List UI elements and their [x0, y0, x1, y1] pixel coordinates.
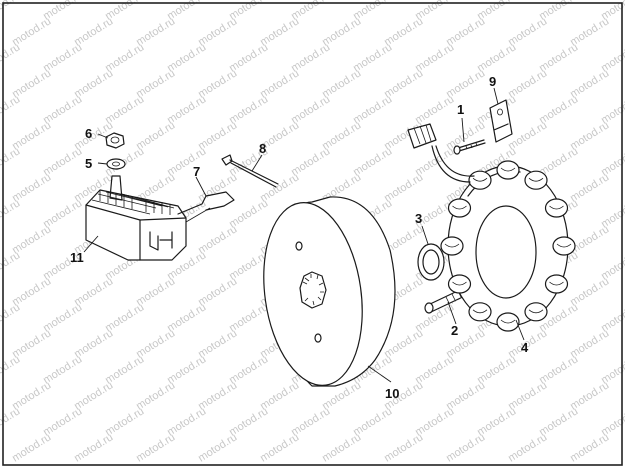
- watermark-text: motod.ru: [134, 431, 177, 464]
- callout-label-11: 11: [70, 250, 84, 265]
- callout-label-3: 3: [415, 211, 422, 226]
- stator-coil-winding: [549, 205, 564, 210]
- callout-label-5: 5: [85, 156, 92, 171]
- stator-coil: [440, 236, 464, 256]
- watermark-text: motod.ru: [382, 431, 425, 464]
- nut-part: [105, 132, 125, 149]
- stator-coil: [544, 274, 569, 294]
- stator-coil-winding: [452, 281, 467, 286]
- stator-coil: [544, 198, 569, 218]
- watermark-text: motod.ru: [72, 431, 115, 464]
- callout-label-10: 10: [385, 386, 399, 401]
- stator-coil: [496, 160, 520, 180]
- stator-coil: [524, 170, 548, 190]
- callout-label-2: 2: [451, 323, 458, 338]
- stator-coil-winding: [444, 243, 460, 248]
- callout-label-4: 4: [521, 340, 529, 355]
- stator-coil-winding: [528, 309, 544, 314]
- stator-coil-winding: [556, 243, 572, 248]
- stator-coil: [468, 170, 492, 190]
- watermark-text: motod.ru: [506, 431, 549, 464]
- stator-coil-winding: [500, 167, 516, 172]
- screw-part: [453, 139, 486, 155]
- regulator-rectifier-part: [85, 175, 235, 261]
- watermark-text: motod.ru: [10, 431, 53, 464]
- stator-coil: [552, 236, 576, 256]
- watermark-text: motod.ru: [196, 431, 239, 464]
- clamp-plate-part: [489, 99, 513, 143]
- stator-coil-winding: [528, 177, 544, 182]
- leader-lines: [83, 87, 525, 383]
- watermark-text: motod.ru: [320, 431, 363, 464]
- callout-label-9: 9: [489, 74, 496, 89]
- washer-part: [106, 158, 126, 170]
- connector-part: [407, 123, 437, 149]
- stator-coil: [447, 198, 472, 218]
- stator-part: [431, 145, 576, 332]
- gasket-ring-part: [417, 243, 445, 281]
- stator-coil-winding: [472, 177, 488, 182]
- callout-label-1: 1: [457, 102, 464, 117]
- stator-coil-winding: [500, 319, 516, 324]
- watermark-text: motod.ru: [568, 431, 611, 464]
- stator-coils: [440, 160, 576, 332]
- watermark-text: motod.ru: [444, 431, 487, 464]
- flywheel-rotor-part: [263, 196, 396, 387]
- stator-coil-winding: [452, 205, 467, 210]
- stator-coil-winding: [472, 309, 488, 314]
- callout-label-7: 7: [193, 164, 200, 179]
- watermark-text: motod.ru: [258, 431, 301, 464]
- callout-label-8: 8: [259, 141, 266, 156]
- stator-coil: [524, 302, 548, 322]
- stator-coil: [496, 312, 520, 332]
- stator-coil-winding: [549, 281, 564, 286]
- callout-label-6: 6: [85, 126, 92, 141]
- cable-tie-part: [221, 154, 279, 188]
- stator-coil: [447, 274, 472, 294]
- stator-coil: [468, 302, 492, 322]
